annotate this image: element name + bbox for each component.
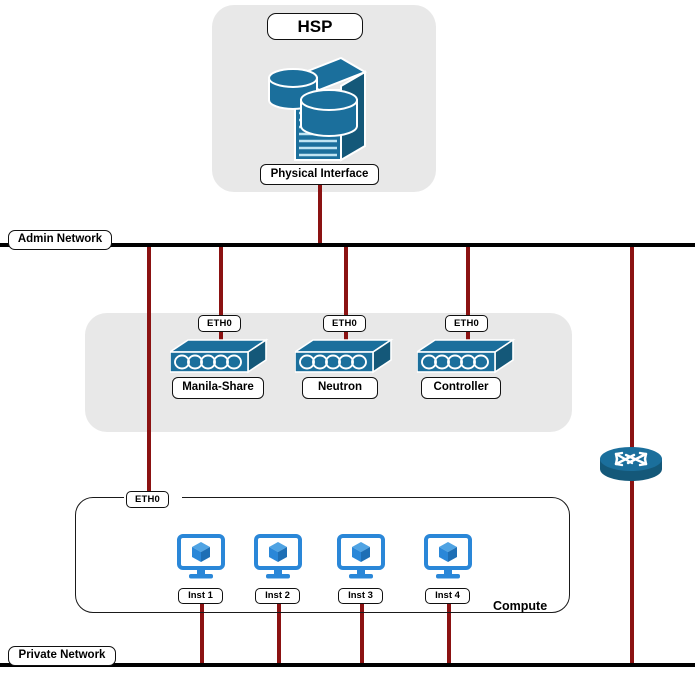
link-inst3-to-private xyxy=(360,600,364,665)
compute-eth0-label: ETH0 xyxy=(126,491,169,508)
compute-container xyxy=(75,497,570,613)
instance-monitor-icon xyxy=(177,534,225,579)
instance-3-label: Inst 3 xyxy=(338,588,383,604)
private-network-label: Private Network xyxy=(8,646,116,666)
instance-monitor-icon xyxy=(337,534,385,579)
admin-network-bus xyxy=(0,243,695,247)
instance-1-label: Inst 1 xyxy=(178,588,223,604)
admin-network-label: Admin Network xyxy=(8,230,112,250)
manila-share-node-label: Manila-Share xyxy=(172,377,264,399)
controller-node-label: Controller xyxy=(421,377,501,399)
controller-eth0-label: ETH0 xyxy=(445,315,488,332)
instance-4-label: Inst 4 xyxy=(425,588,470,604)
link-inst2-to-private xyxy=(277,600,281,665)
private-network-bus xyxy=(0,663,695,667)
instance-2-label: Inst 2 xyxy=(255,588,300,604)
neutron-eth0-label: ETH0 xyxy=(323,315,366,332)
link-inst4-to-private xyxy=(447,600,451,665)
link-manila-to-admin xyxy=(219,245,223,350)
router-icon xyxy=(600,447,662,481)
hsp-title-label: HSP xyxy=(267,13,363,40)
neutron-node-label: Neutron xyxy=(302,377,378,399)
link-controller-to-admin xyxy=(466,245,470,350)
hsp-physical-interface-label: Physical Interface xyxy=(260,164,379,185)
switch-icon xyxy=(170,338,269,374)
link-hsp-to-admin xyxy=(318,185,322,245)
storage-server-icon xyxy=(268,56,367,162)
switch-icon xyxy=(295,338,394,374)
link-neutron-to-admin xyxy=(344,245,348,350)
link-compute-to-admin xyxy=(147,245,151,501)
link-inst1-to-private xyxy=(200,600,204,665)
instance-monitor-icon xyxy=(254,534,302,579)
compute-title-label: Compute xyxy=(493,599,548,613)
switch-icon xyxy=(417,338,516,374)
instance-monitor-icon xyxy=(424,534,472,579)
manila-share-eth0-label: ETH0 xyxy=(198,315,241,332)
